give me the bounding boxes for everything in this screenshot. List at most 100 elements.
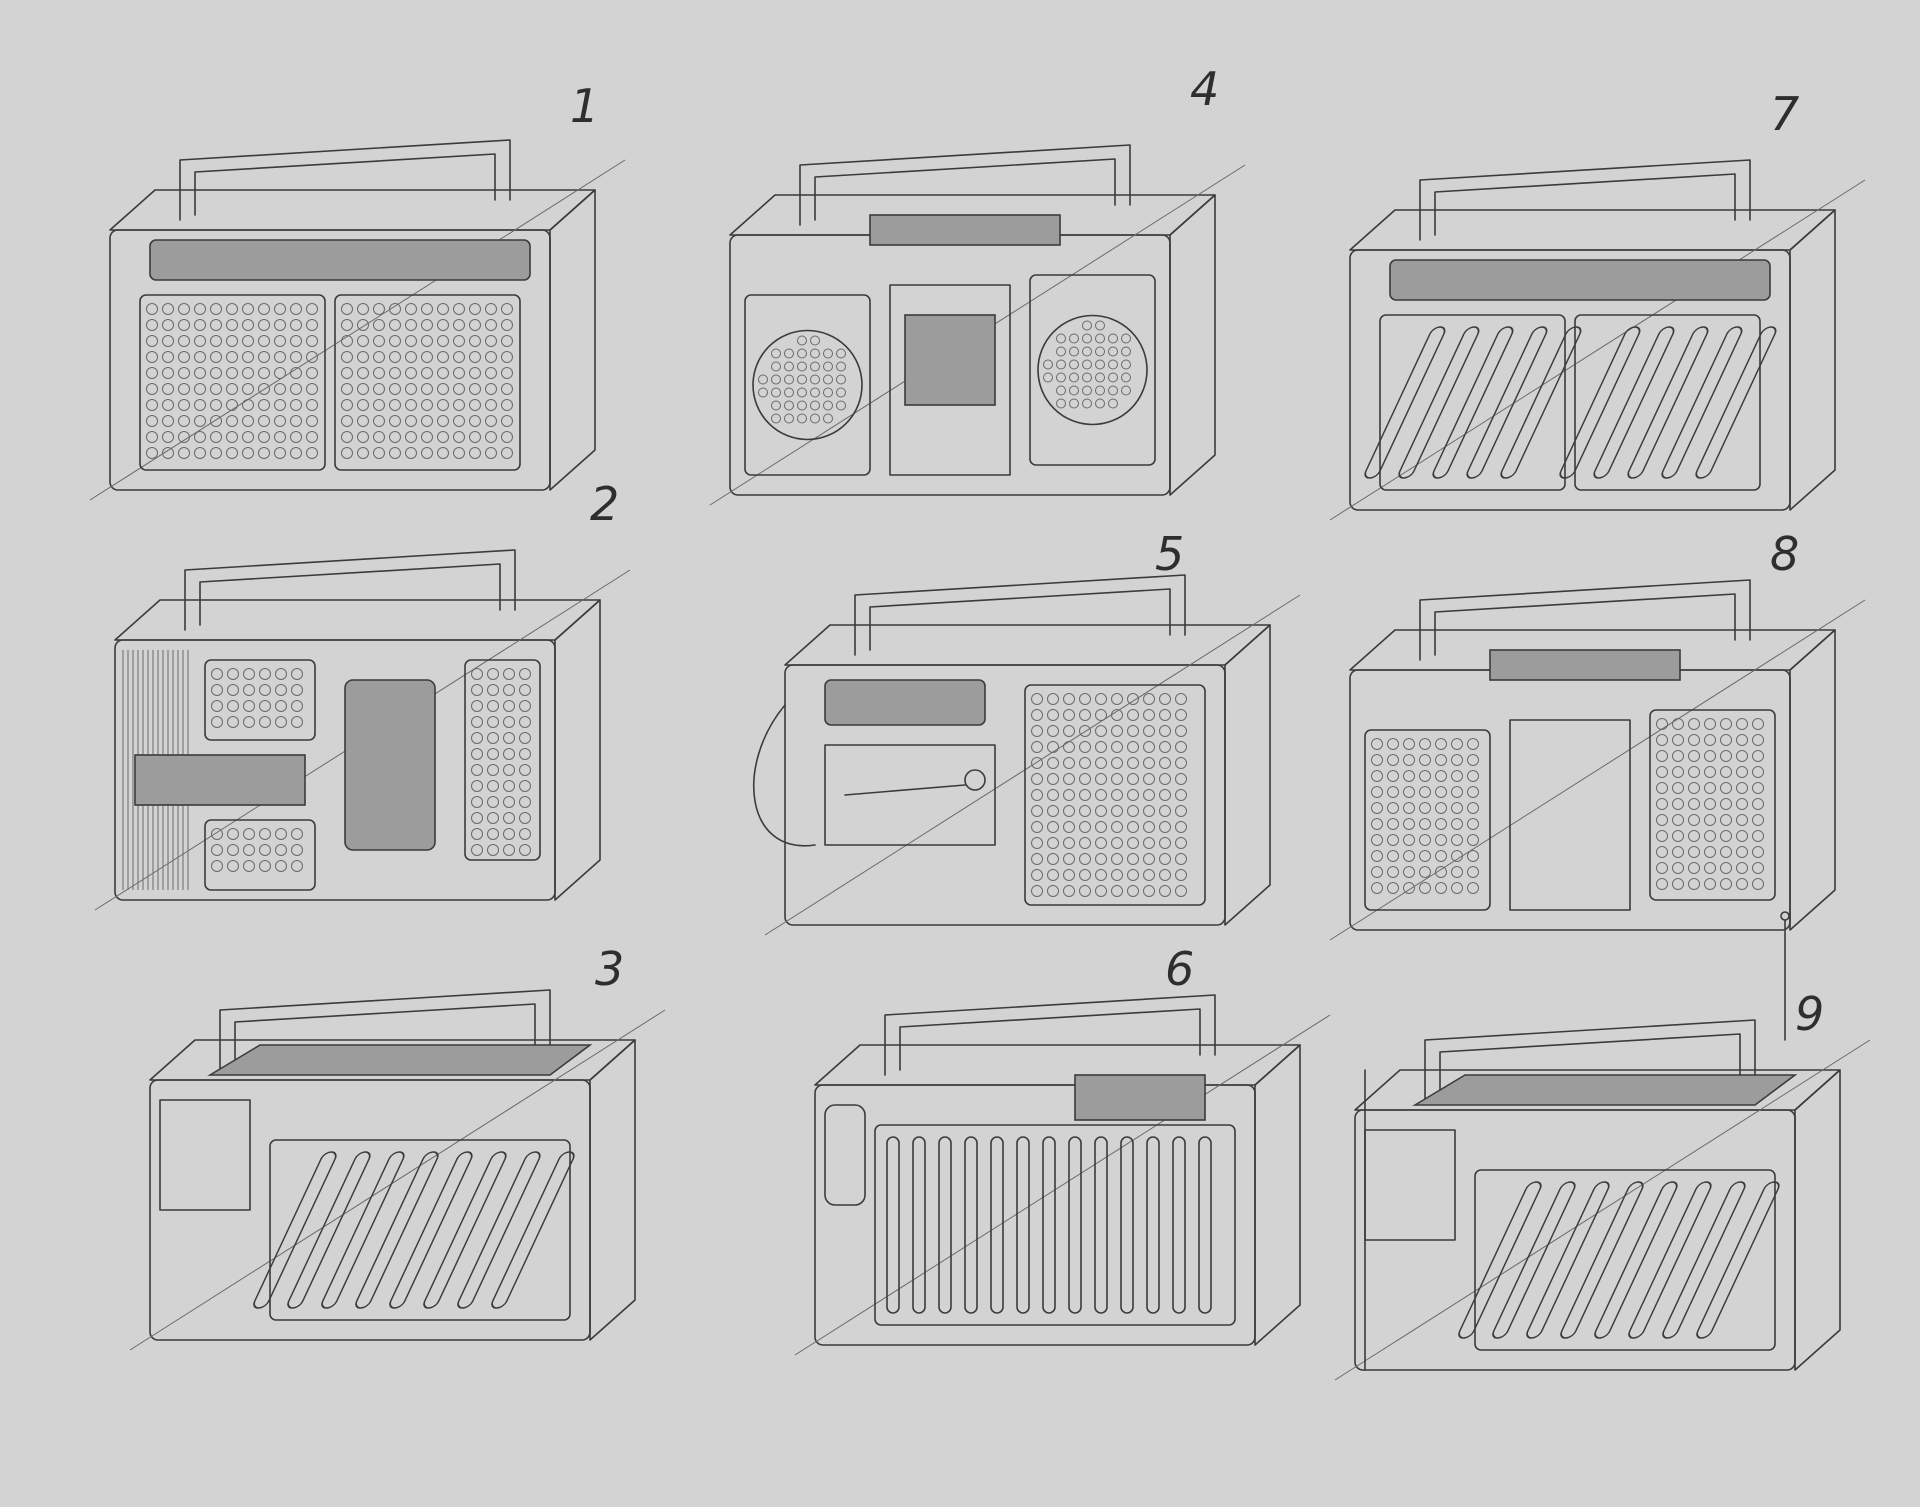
grille-hole [501, 351, 513, 363]
body-top [784, 624, 1271, 666]
grille-hole [469, 399, 481, 411]
grille-hole [1031, 821, 1043, 833]
side-panel [824, 1104, 866, 1206]
grille-hole [242, 415, 254, 427]
grille-hole [471, 684, 483, 696]
grille-hole [258, 351, 270, 363]
grille-hole [1095, 789, 1107, 801]
grille-hole [291, 700, 303, 712]
grille-hole [1435, 818, 1447, 830]
grille-hole [1082, 346, 1092, 357]
carry-handle-inner [1434, 173, 1736, 236]
grille-hole [501, 367, 513, 379]
grille-hole [290, 383, 302, 395]
grille-hole [1111, 805, 1123, 817]
grille-hole [259, 716, 271, 728]
carry-handle-inner [234, 1003, 536, 1066]
grille-hole [503, 844, 515, 856]
grille-hole [836, 400, 846, 411]
grille-hole [1159, 789, 1171, 801]
grille-hole [194, 351, 206, 363]
speaker-panel [139, 294, 326, 471]
grille-hole [810, 387, 820, 398]
speaker-panel [1649, 709, 1776, 901]
grille-hole [1159, 885, 1171, 897]
grille-hole [274, 367, 286, 379]
grille-slat [355, 1151, 439, 1309]
grille-hole [1403, 802, 1415, 814]
grille-hole [519, 716, 531, 728]
grille-hole [421, 399, 433, 411]
grille-hole [162, 351, 174, 363]
carry-handle-inner [869, 588, 1171, 651]
grille-hole [1031, 885, 1043, 897]
grille-hole [1736, 718, 1748, 730]
grille-hole [823, 400, 833, 411]
grille-hole [471, 828, 483, 840]
grille-hole [823, 374, 833, 385]
speaker-panel [464, 659, 541, 861]
body-side [1254, 1044, 1301, 1346]
grille-hole [341, 415, 353, 427]
grille-hole [1467, 818, 1479, 830]
carry-handle [1424, 1019, 1756, 1101]
grille-hole [1403, 850, 1415, 862]
tuning-knob [964, 769, 986, 791]
grille-hole [259, 828, 271, 840]
sketch-9: 9 [1334, 911, 1871, 1381]
grille-hole [1031, 789, 1043, 801]
grille-hole [194, 303, 206, 315]
grille-hole [1175, 805, 1187, 817]
grille-hole [1672, 766, 1684, 778]
grille-hole [1047, 805, 1059, 817]
carry-handle-inner [194, 153, 496, 216]
grille-hole [1095, 359, 1105, 370]
grille-hole [1736, 766, 1748, 778]
grille-hole [291, 668, 303, 680]
grille-hole [836, 361, 846, 372]
grille-hole [797, 413, 807, 424]
grille-hole [210, 319, 222, 331]
grille-hole [1079, 853, 1091, 865]
speaker-panel [1024, 684, 1206, 906]
grille-hole [1079, 805, 1091, 817]
grille-hole [1371, 754, 1383, 766]
grille-hole [389, 399, 401, 411]
grille-hole [810, 374, 820, 385]
grille-slat [1492, 1181, 1576, 1339]
grille-hole [519, 668, 531, 680]
grille-hole [1175, 885, 1187, 897]
grille-hole [469, 415, 481, 427]
grille-hole [1082, 320, 1092, 331]
grille-hole [194, 415, 206, 427]
carry-handle-inner [199, 563, 501, 626]
grille-hole [1063, 805, 1075, 817]
grille-hole [242, 431, 254, 443]
grille-hole [211, 684, 223, 696]
grille-hole [1752, 830, 1764, 842]
grille-hole [421, 351, 433, 363]
speaker-panel [269, 1139, 571, 1321]
carry-handle [1419, 159, 1751, 241]
grille-hole [1387, 770, 1399, 782]
body-side [589, 1039, 636, 1341]
speaker-panel [874, 1124, 1236, 1326]
grille-hole [1069, 398, 1079, 409]
grille-slat [1500, 326, 1582, 479]
grille-hole [1175, 693, 1187, 705]
grille-hole [437, 303, 449, 315]
grille-hole [357, 415, 369, 427]
grille-hole [274, 335, 286, 347]
grille-hole [1387, 738, 1399, 750]
grille-hole [1127, 789, 1139, 801]
grille-hole [1056, 359, 1066, 370]
grille-hole [421, 431, 433, 443]
grille-hole [1736, 846, 1748, 858]
grille-hole [1079, 757, 1091, 769]
grille-hole [1656, 718, 1668, 730]
grille-hole [1111, 741, 1123, 753]
grille-hole [823, 348, 833, 359]
grille-hole [1175, 869, 1187, 881]
grille-hole [1082, 398, 1092, 409]
grille-hole [306, 415, 318, 427]
